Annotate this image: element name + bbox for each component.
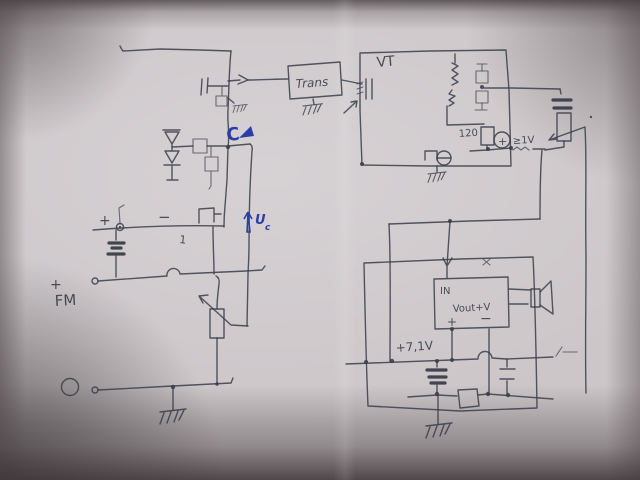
trans-label: Trans bbox=[295, 75, 328, 91]
blue-c-label: C bbox=[225, 124, 240, 146]
speaker-icon bbox=[508, 280, 554, 315]
terminal-icon bbox=[91, 386, 99, 394]
outer-box bbox=[363, 256, 538, 412]
electrolytic-capacitor: +7,1V bbox=[395, 338, 448, 397]
vt-box: VT 120 + ≥1V bbox=[359, 49, 561, 183]
ground-icon bbox=[302, 103, 324, 116]
num1-label: 1 bbox=[179, 233, 187, 247]
amp-plus-label: + bbox=[447, 315, 457, 329]
varactor-diodes bbox=[162, 129, 251, 190]
crystal-icon bbox=[198, 207, 222, 224]
meter-icon bbox=[493, 131, 511, 149]
wiper-arrow-icon bbox=[198, 294, 249, 327]
blue-annotations: C U c bbox=[225, 124, 271, 233]
voltage-label: ≥1V bbox=[513, 135, 535, 147]
uc-arrow-icon bbox=[243, 211, 253, 233]
supply-row: + − 1 bbox=[92, 204, 225, 278]
bypass-capacitor bbox=[499, 358, 516, 398]
amp-minus-label: − bbox=[480, 311, 492, 327]
left-potentiometer bbox=[198, 275, 249, 385]
pot-box bbox=[209, 308, 225, 339]
blue-arrow-icon bbox=[239, 126, 254, 138]
meter-plus-label: + bbox=[498, 135, 507, 148]
right-trimmer-stack bbox=[539, 88, 593, 394]
vt-label: VT bbox=[376, 53, 396, 71]
supply-minus-label: − bbox=[158, 208, 171, 226]
resistor-box bbox=[204, 146, 219, 190]
terminal-icon bbox=[91, 277, 99, 285]
resistor-box bbox=[457, 388, 480, 409]
input-arrow bbox=[442, 220, 453, 279]
uc-label: U bbox=[255, 213, 266, 228]
uc-sub-label: c bbox=[265, 223, 271, 233]
fm-plus-label: + bbox=[50, 277, 62, 293]
amp-in-label: IN bbox=[440, 286, 450, 297]
transformer-icon bbox=[424, 150, 438, 161]
ground-icon bbox=[159, 408, 187, 425]
coupling-capacitor bbox=[343, 78, 373, 114]
capacitor-bars bbox=[551, 98, 573, 110]
amplifier-section: IN Vout+V + − +7,1V bbox=[345, 220, 578, 439]
amp-name-label: Vout+V bbox=[453, 302, 491, 315]
oscillator-stage bbox=[200, 74, 289, 113]
supply-plus-label: + bbox=[99, 213, 111, 229]
amp-ic-box bbox=[433, 276, 510, 330]
fm-input: + FM bbox=[50, 265, 266, 310]
uc-control-line bbox=[246, 143, 253, 327]
volt71-label: +7,1V bbox=[395, 338, 434, 355]
antenna-arrow-icon bbox=[343, 100, 358, 114]
battery-icon bbox=[106, 241, 126, 256]
diode-icons bbox=[162, 129, 181, 181]
r120-label: 120 bbox=[458, 128, 478, 140]
big-terminal-icon bbox=[60, 377, 80, 397]
ground-icon bbox=[232, 103, 248, 113]
ground-icon bbox=[425, 422, 453, 439]
resistor-zigzag bbox=[451, 53, 459, 86]
top-supply-wire bbox=[119, 45, 232, 228]
resistor-box bbox=[480, 126, 495, 151]
wiper-arrow-icon bbox=[548, 126, 586, 141]
fm-label: FM bbox=[54, 291, 76, 310]
interconnect-wires bbox=[388, 218, 541, 362]
ground-bus-left bbox=[60, 377, 234, 425]
resistor-box bbox=[192, 138, 208, 154]
capacitor-box bbox=[476, 63, 488, 72]
trimmer-box bbox=[556, 112, 572, 142]
ground-icon bbox=[427, 171, 447, 183]
